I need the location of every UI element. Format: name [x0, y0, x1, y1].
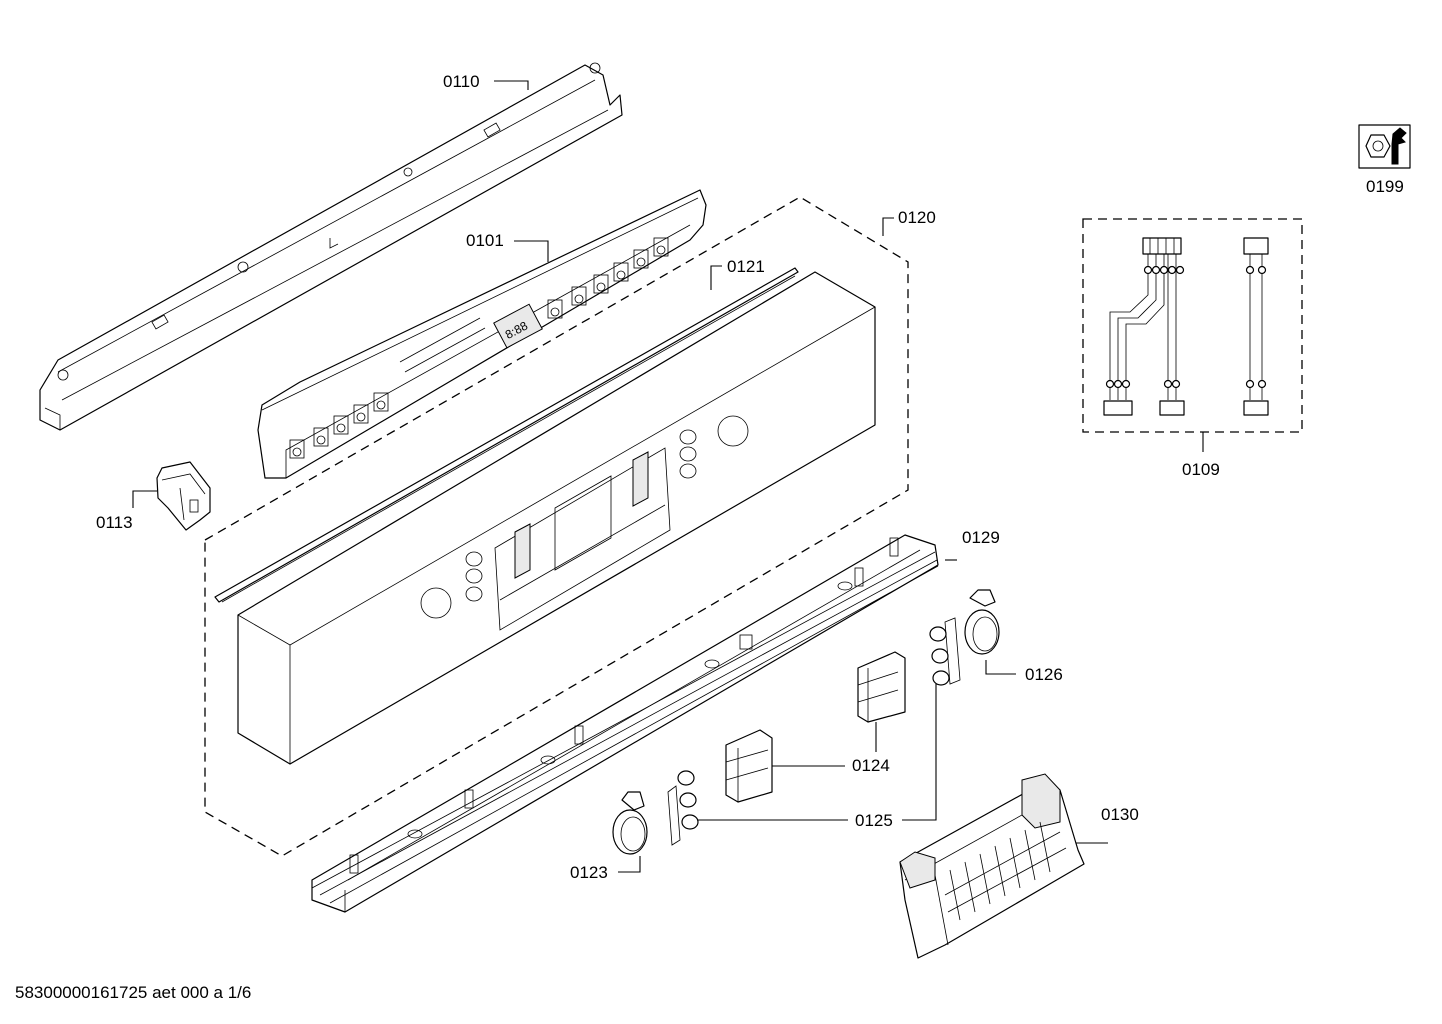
carrier-grid-cells	[944, 821, 1067, 921]
document-code: 58300000161725 aet 000 a 1/6	[15, 983, 251, 1002]
assembly-0120-boundary	[204, 196, 909, 857]
label-0130: 0130	[1076, 805, 1139, 844]
panel-button-group-left	[465, 551, 483, 602]
label-0124: 0124	[852, 722, 890, 775]
trim-strip-clips	[349, 537, 899, 874]
part-0129-trim-strip[interactable]	[311, 534, 939, 913]
label-0110: 0110	[443, 72, 529, 91]
part-0130-carrier[interactable]	[899, 773, 1085, 959]
part-0123-rotary-knob[interactable]	[612, 791, 648, 855]
label-0109: 0109	[1182, 432, 1220, 479]
part-0126-rotary-knob[interactable]	[964, 589, 1000, 655]
label-0129: 0129	[945, 528, 1000, 561]
part-0125-button-set-upper[interactable]	[929, 617, 961, 686]
part-number-0199: 0199	[1366, 177, 1404, 196]
part-0121-seal-strip[interactable]	[214, 267, 799, 603]
part-number-0110: 0110	[443, 72, 480, 91]
part-0124-button-block-upper[interactable]	[857, 651, 906, 723]
label-0123: 0123	[570, 856, 641, 882]
part-0125-button-set-lower[interactable]	[667, 770, 699, 846]
label-0101: 0101	[466, 231, 549, 262]
part-number-0101: 0101	[466, 231, 504, 250]
part-number-0126: 0126	[1025, 665, 1063, 684]
wrench-nut-icon[interactable]	[1358, 124, 1411, 169]
label-0113: 0113	[96, 490, 157, 532]
panel-button-group-right	[679, 429, 697, 479]
part-number-0130: 0130	[1101, 805, 1139, 824]
label-0126: 0126	[985, 660, 1063, 684]
part-0109-wiring-harness[interactable]	[1103, 237, 1269, 416]
part-0110-rail[interactable]	[39, 62, 623, 431]
part-0113-bracket[interactable]	[156, 461, 211, 531]
part-number-0123: 0123	[570, 863, 608, 882]
part-0120-control-panel[interactable]	[237, 271, 876, 765]
label-0120: 0120	[882, 208, 936, 236]
part-number-0124: 0124	[852, 756, 890, 775]
label-0121: 0121	[710, 257, 765, 290]
pcb-switch-row-left	[289, 392, 389, 459]
part-number-0125: 0125	[855, 811, 893, 830]
part-number-0113: 0113	[96, 513, 133, 532]
part-number-0129: 0129	[962, 528, 1000, 547]
part-number-0120: 0120	[898, 208, 936, 227]
pcb-switch-row-right	[547, 237, 669, 319]
part-0101-control-module[interactable]: 8:88	[257, 189, 707, 479]
part-number-0109: 0109	[1182, 460, 1220, 479]
part-0124-button-block-lower[interactable]	[725, 729, 773, 803]
panel-display-window	[494, 447, 671, 631]
harness-connectors-bottom	[1105, 379, 1181, 389]
harness-connectors-top	[1143, 265, 1185, 275]
assembly-0109-boundary	[1082, 218, 1303, 433]
part-number-0121: 0121	[727, 257, 765, 276]
label-0125: 0125	[697, 684, 937, 830]
